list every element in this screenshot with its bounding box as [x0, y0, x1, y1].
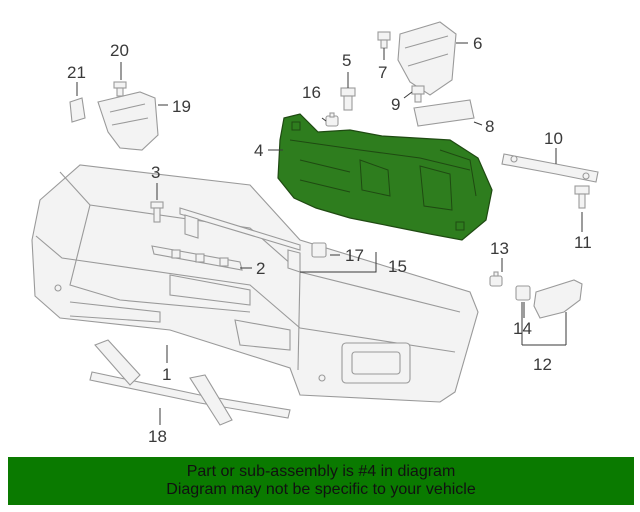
- retainer-strip-part: [151, 245, 243, 271]
- clip-part-17: [311, 242, 327, 258]
- callout-6: 6: [473, 34, 482, 53]
- callout-17: 17: [345, 246, 364, 265]
- callout-4: 4: [254, 141, 263, 160]
- nut-part-21: [69, 97, 86, 123]
- info-banner: Part or sub-assembly is #4 in diagram Di…: [8, 457, 634, 505]
- bracket-assembly-part-12: [533, 279, 583, 319]
- callout-20: 20: [110, 41, 129, 60]
- callout-3: 3: [151, 163, 160, 182]
- callout-5: 5: [342, 51, 351, 70]
- callout-15: 15: [388, 257, 407, 276]
- banner-line-disclaimer: Diagram may not be specific to your vehi…: [166, 481, 476, 498]
- callout-8: 8: [485, 117, 494, 136]
- callout-14: 14: [513, 319, 532, 338]
- callout-12: 12: [533, 355, 552, 374]
- parts-diagram: 1 2 3 4 5 6 7 8 9 10 11 12 13 14 15 16 1…: [31, 21, 599, 446]
- callout-7: 7: [378, 63, 387, 82]
- callout-2: 2: [256, 259, 265, 278]
- bolt-part-16: [325, 112, 339, 127]
- bolt-part-3: [150, 201, 164, 223]
- bracket-part-19: [97, 91, 159, 151]
- reinforcement-bar-part: [179, 207, 301, 273]
- bolt-part-7: [377, 31, 391, 49]
- callout-13: 13: [490, 239, 509, 258]
- clip-part-14: [515, 285, 531, 301]
- bolt-part-5: [340, 87, 356, 111]
- banner-line-part-number: Part or sub-assembly is #4 in diagram: [186, 463, 456, 480]
- highlighted-part-4[interactable]: [277, 113, 493, 241]
- callout-18: 18: [148, 427, 167, 446]
- bracket-arm-part-10: [501, 153, 599, 183]
- lower-deflector-part: [89, 339, 291, 426]
- callout-1: 1: [162, 365, 171, 384]
- bracket-part-8: [413, 99, 475, 127]
- bolt-part-9: [411, 85, 425, 103]
- bolt-part-20: [113, 81, 127, 97]
- callout-10: 10: [544, 129, 563, 148]
- callout-9: 9: [391, 95, 400, 114]
- bolt-part-11: [574, 185, 590, 209]
- callout-11: 11: [574, 233, 592, 252]
- callout-16: 16: [302, 83, 321, 102]
- bumper-part: [31, 164, 479, 403]
- bolt-part-13: [489, 271, 503, 287]
- callout-21: 21: [67, 63, 86, 82]
- upper-bracket-part-6: [397, 21, 457, 96]
- leader-lines: [76, 42, 583, 425]
- callout-19: 19: [172, 97, 191, 116]
